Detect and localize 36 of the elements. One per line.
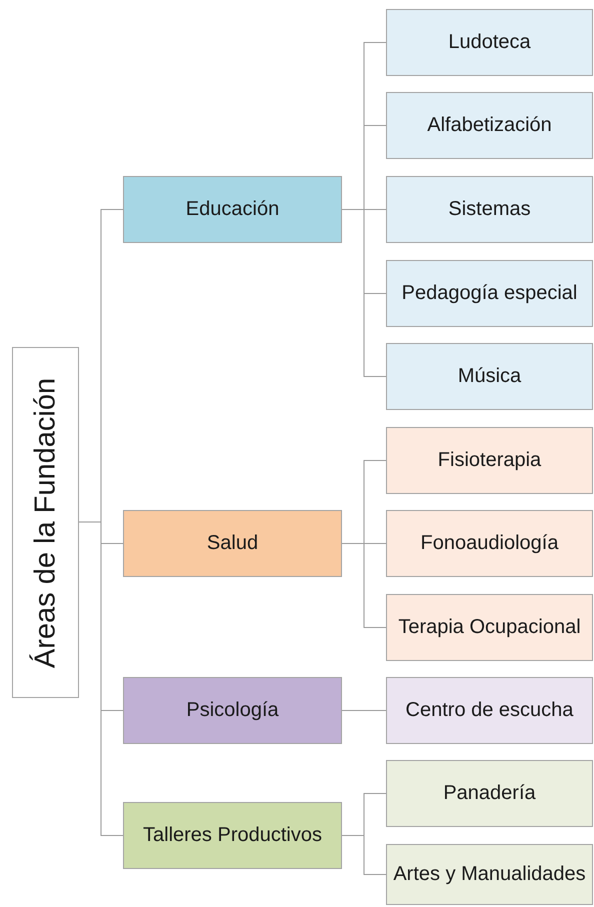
connector-line <box>342 835 386 875</box>
box-label: Artes y Manualidades <box>392 863 587 886</box>
box-label: Educación <box>184 198 280 221</box>
box-label: Terapia Ocupacional <box>397 616 582 639</box>
category-box <box>123 510 342 577</box>
box-label: Salud <box>206 532 260 555</box>
category-box <box>386 92 593 159</box>
connector-line <box>342 710 386 711</box>
box-label: Música <box>456 365 522 388</box>
category-box <box>386 677 593 744</box>
category-box <box>123 176 342 243</box>
box-label: Fisioterapia <box>436 449 542 472</box>
box-label: Alfabetización <box>426 114 553 137</box>
category-box <box>386 510 593 577</box>
box-label: Sistemas <box>447 198 532 221</box>
category-box <box>386 760 593 827</box>
root-title: Áreas de la Fundación <box>29 377 62 668</box>
category-box <box>386 427 593 494</box>
category-box <box>386 9 593 76</box>
category-box <box>386 176 593 243</box>
category-box <box>123 677 342 744</box>
category-box <box>386 594 593 661</box>
box-label: Panadería <box>442 782 537 805</box>
box-label: Pedagogía especial <box>400 282 578 305</box>
connector-line <box>342 209 386 377</box>
box-label: Talleres Productivos <box>142 824 323 847</box>
category-box <box>386 844 593 905</box>
box-label: Ludoteca <box>447 31 532 54</box>
box-label: Fonoaudiología <box>420 532 560 555</box>
box-label: Psicología <box>185 699 280 722</box>
category-box <box>386 260 593 327</box>
category-box <box>123 802 342 869</box>
connector-line <box>342 543 386 628</box>
root-box <box>12 347 79 698</box>
category-box <box>386 343 593 410</box>
box-label: Centro de escucha <box>404 699 574 722</box>
